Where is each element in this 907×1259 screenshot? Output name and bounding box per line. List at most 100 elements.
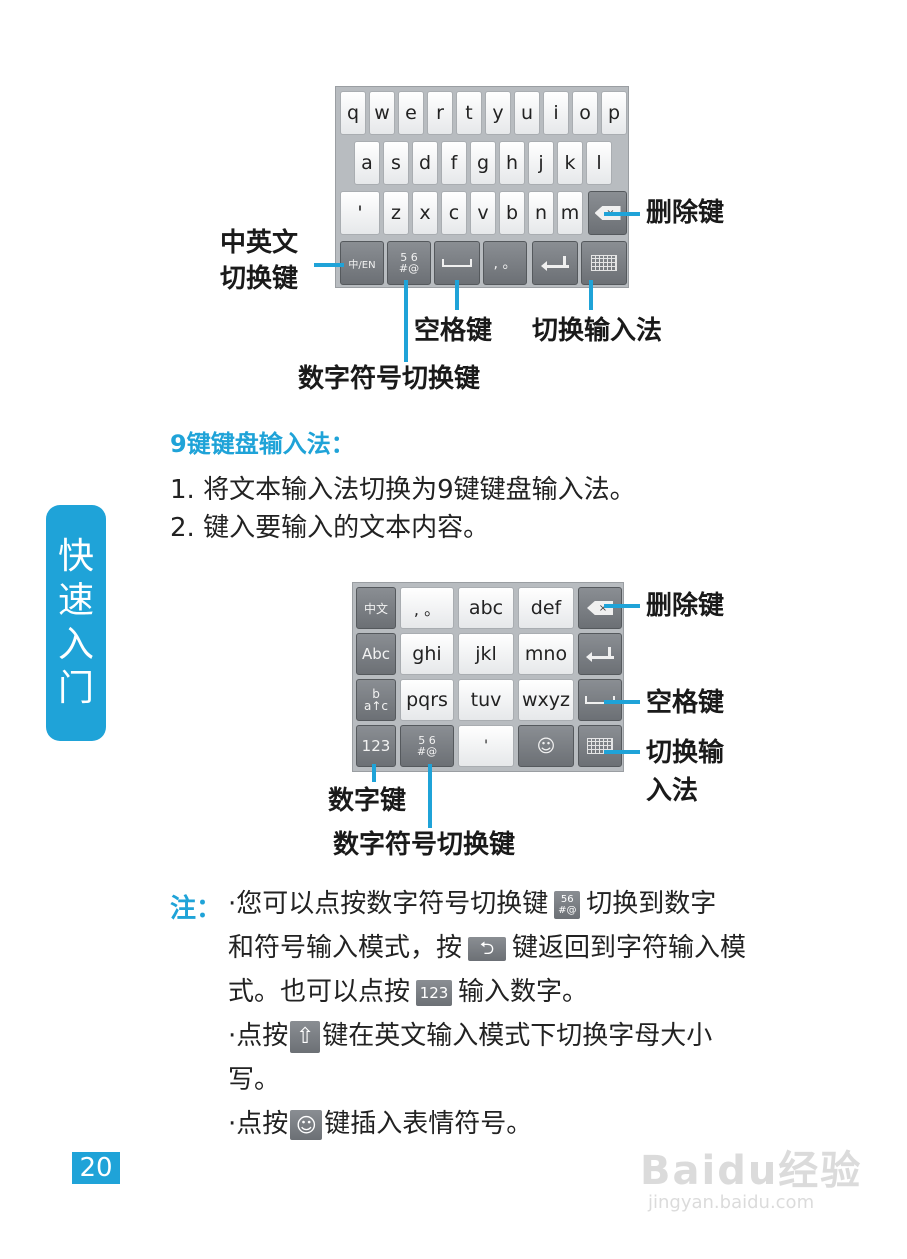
key-h: h xyxy=(499,141,525,185)
return-icon: ⮌ xyxy=(468,936,507,961)
key-x: x xyxy=(412,191,438,235)
key-v: v xyxy=(470,191,496,235)
key-num-sym-2-top: 5 6 xyxy=(418,734,436,747)
qwerty-keyboard-image: q w e r t y u i o p a s d f g h j k l ' … xyxy=(335,86,629,288)
note-label: 注： xyxy=(170,894,223,924)
callout-line-space xyxy=(455,280,459,310)
note-line-6-a: ·点按 xyxy=(228,1109,289,1139)
key-a: a xyxy=(354,141,380,185)
callout-line-switch-2 xyxy=(604,750,640,754)
enter-icon xyxy=(586,647,614,662)
callout-line-lang xyxy=(314,263,344,267)
callout-line-numsym-2 xyxy=(428,764,432,828)
callout-line-delete-2 xyxy=(604,604,640,608)
callout-switch-2-line1: 切换输 xyxy=(646,738,725,768)
key-g: g xyxy=(470,141,496,185)
key-q: q xyxy=(340,91,366,135)
note-line-3-b: 输入数字。 xyxy=(458,977,589,1007)
note-line-1-b: 切换到数字 xyxy=(586,889,717,919)
space-icon xyxy=(442,259,472,267)
key-ghi: ghi xyxy=(400,633,454,675)
chapter-tab-char-1: 快 xyxy=(57,536,94,577)
chapter-tab: 快 速 入 门 xyxy=(46,505,106,741)
note-line-3-a: 式。也可以点按 xyxy=(228,977,411,1007)
callout-line-num xyxy=(372,764,376,782)
key-num-sym-bottom: #@ xyxy=(398,262,420,275)
shift-icon: ⇧ xyxy=(290,1020,321,1053)
key-r: r xyxy=(427,91,453,135)
callout-line-numsym xyxy=(404,280,408,362)
callout-line-space-2 xyxy=(604,700,640,704)
note-line-4: ·点按⇧键在英文输入模式下切换字母大小 xyxy=(228,1018,712,1054)
callout-line-switch xyxy=(589,280,593,310)
key-num-sym: 5 6 #@ xyxy=(387,241,431,285)
key-mno: mno xyxy=(518,633,574,675)
chapter-tab-char-3: 入 xyxy=(57,624,94,665)
key-punct: , 。 xyxy=(483,241,527,285)
key-num-sym-2: 5 6 #@ xyxy=(400,725,454,767)
callout-lang-line2: 切换键 xyxy=(220,264,299,294)
key-l: l xyxy=(586,141,612,185)
key-switch-input-2 xyxy=(578,725,622,767)
key-tuv: tuv xyxy=(458,679,514,721)
callout-space-2: 空格键 xyxy=(646,688,725,718)
key-f: f xyxy=(441,141,467,185)
keyboard-icon xyxy=(591,255,617,271)
key-s: s xyxy=(383,141,409,185)
watermark-url: jingyan.baidu.com xyxy=(648,1192,815,1213)
callout-numsym-1: 数字符号切换键 xyxy=(298,364,481,394)
key-y: y xyxy=(485,91,511,135)
watermark-brand: Baidu经验 xyxy=(640,1148,863,1194)
key-abc-mode: Abc xyxy=(356,633,396,675)
key-def: def xyxy=(518,587,574,629)
key-w: w xyxy=(369,91,395,135)
baidu-watermark: Baidu经验 jingyan.baidu.com xyxy=(640,1130,870,1220)
key-j: j xyxy=(528,141,554,185)
callout-numsym-2: 数字符号切换键 xyxy=(333,830,516,860)
note-line-6-b: 键插入表情符号。 xyxy=(324,1109,533,1139)
key-case-bottom: a↑c xyxy=(363,699,388,713)
key-case-switch: b a↑c xyxy=(356,679,396,721)
key-backspace-2: × xyxy=(578,587,622,629)
key-enter xyxy=(532,241,578,285)
note-line-2-a: 和符号输入模式，按 xyxy=(228,933,463,963)
note-line-2-b: 键返回到字符输入模 xyxy=(512,933,747,963)
key-lang-switch: 中/EN xyxy=(340,241,384,285)
num-sym-switch-icon: 56#@ xyxy=(554,890,581,919)
keyboard-icon xyxy=(587,738,613,754)
key-p: p xyxy=(601,91,627,135)
key-o: o xyxy=(572,91,598,135)
enter-icon xyxy=(541,256,569,271)
key-space xyxy=(434,241,480,285)
key-m: m xyxy=(557,191,583,235)
callout-lang-line1: 中英文 xyxy=(220,228,299,258)
note-line-2: 和符号输入模式，按⮌键返回到字符输入模 xyxy=(228,930,746,966)
key-enter-2 xyxy=(578,633,622,675)
key-k: k xyxy=(557,141,583,185)
chapter-tab-char-4: 门 xyxy=(57,668,94,709)
key-e: e xyxy=(398,91,424,135)
key-emoji: ☺ xyxy=(518,725,574,767)
key-t: t xyxy=(456,91,482,135)
key-jkl: jkl xyxy=(458,633,514,675)
callout-switch-2-line2: 入法 xyxy=(646,776,699,806)
section-heading: 9键键盘输入法： xyxy=(170,430,355,458)
key-u: u xyxy=(514,91,540,135)
key-switch-input xyxy=(581,241,627,285)
step-1: 1. 将文本输入法切换为9键键盘输入法。 xyxy=(170,475,636,505)
callout-switch-input-1: 切换输入法 xyxy=(532,316,663,346)
nine-key-keyboard-image: 中文 , 。 abc def × Abc ghi jkl mno b a↑c p… xyxy=(352,582,624,772)
smiley-icon: ☺ xyxy=(290,1109,323,1140)
page-number: 20 xyxy=(72,1152,120,1184)
key-pqrs: pqrs xyxy=(400,679,454,721)
note-line-5: 写。 xyxy=(228,1065,281,1095)
number-key-icon: 123 xyxy=(416,979,453,1006)
key-chinese-mode: 中文 xyxy=(356,587,396,629)
key-n: n xyxy=(528,191,554,235)
key-wxyz: wxyz xyxy=(518,679,574,721)
key-abc: abc xyxy=(458,587,514,629)
callout-num: 数字键 xyxy=(328,786,407,816)
key-apostrophe: ' xyxy=(340,191,380,235)
